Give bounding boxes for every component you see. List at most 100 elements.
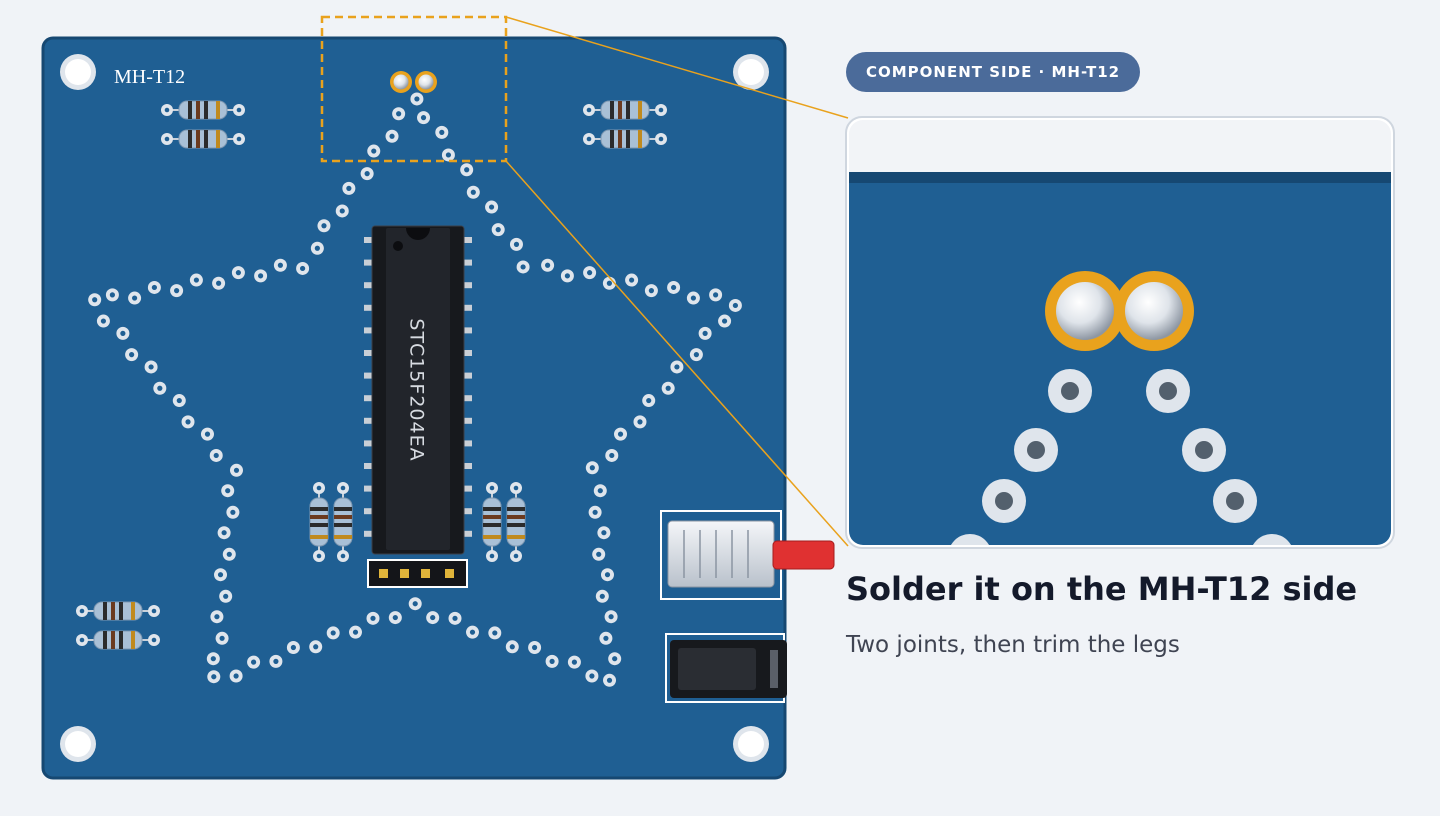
led-pad	[595, 589, 609, 603]
led-pad	[709, 288, 723, 302]
led-pad	[229, 669, 243, 683]
led-pad	[360, 167, 374, 181]
pin-header	[367, 559, 468, 588]
led-pad	[219, 589, 233, 603]
zoom-inset	[845, 116, 1395, 549]
switch-knob	[772, 540, 835, 570]
led-pad	[441, 148, 455, 162]
led-pad	[125, 348, 139, 362]
led-pad	[689, 348, 703, 362]
led-pad	[592, 547, 606, 561]
resistor	[161, 100, 245, 120]
led-pad	[296, 261, 310, 275]
led-pad	[342, 181, 356, 195]
highlighted-joints	[390, 71, 437, 93]
zoom-pad	[1213, 479, 1257, 523]
focus-region	[320, 15, 508, 163]
leader-line-top	[505, 16, 849, 119]
zoom-pad	[1048, 369, 1092, 413]
led-pad	[200, 427, 214, 441]
resistor	[583, 129, 667, 149]
zoom-pad	[1014, 428, 1058, 472]
led-pad	[388, 611, 402, 625]
led-pad	[698, 326, 712, 340]
callout-title: Solder it on the MH-T12 side	[846, 570, 1358, 608]
led-pad	[410, 92, 424, 106]
zoom-pad	[1146, 369, 1190, 413]
led-pad	[310, 241, 324, 255]
led-pad	[215, 631, 229, 645]
led-pad	[448, 611, 462, 625]
led-pad	[728, 298, 742, 312]
led-pad	[231, 266, 245, 280]
led-pad	[326, 626, 340, 640]
led-pad	[317, 219, 331, 233]
led-pad	[229, 463, 243, 477]
led-pad	[567, 655, 581, 669]
led-pad	[385, 129, 399, 143]
led-pad	[189, 273, 203, 287]
resistor	[76, 601, 160, 621]
led-pad	[718, 314, 732, 328]
led-pad	[560, 269, 574, 283]
led-pad	[222, 547, 236, 561]
power-connector	[665, 633, 787, 703]
callout-subtitle: Two joints, then trim the legs	[846, 632, 1180, 658]
silkscreen-label: MH-T12	[114, 66, 185, 88]
slide-switch	[660, 510, 835, 600]
leader-line-bottom	[505, 160, 849, 547]
led-pad	[460, 163, 474, 177]
led-pad	[661, 381, 675, 395]
led-pad	[247, 655, 261, 669]
led-pad	[667, 280, 681, 294]
led-pad	[599, 631, 613, 645]
led-pad	[147, 280, 161, 294]
led-pad	[153, 381, 167, 395]
led-pad-star	[88, 92, 742, 687]
zoom-pad	[1182, 428, 1226, 472]
led-pad	[181, 415, 195, 429]
led-pad	[309, 640, 323, 654]
led-pad	[625, 273, 639, 287]
led-pad	[207, 670, 221, 684]
led-pad	[105, 288, 119, 302]
led-pad	[366, 611, 380, 625]
led-pad	[417, 111, 431, 125]
led-pad	[585, 461, 599, 475]
microcontroller-chip: STC15F204EA	[364, 225, 472, 555]
led-pad	[516, 260, 530, 274]
led-pad	[644, 284, 658, 298]
resistor	[309, 482, 329, 562]
led-pad	[686, 291, 700, 305]
led-pad	[583, 266, 597, 280]
led-pad	[254, 269, 268, 283]
led-pad	[88, 293, 102, 307]
led-pad	[545, 654, 559, 668]
led-pad	[172, 394, 186, 408]
resistor	[482, 482, 502, 562]
led-pad	[408, 597, 422, 611]
led-pad	[269, 654, 283, 668]
led-pad	[608, 652, 622, 666]
led-pad	[392, 107, 406, 121]
led-pad	[466, 185, 480, 199]
resistor	[333, 482, 353, 562]
led-pad	[210, 610, 224, 624]
led-pad	[505, 640, 519, 654]
led-pad	[212, 276, 226, 290]
chip-label: STC15F204EA	[406, 318, 428, 461]
led-pad	[485, 200, 499, 214]
led-pad	[426, 611, 440, 625]
led-pad	[286, 641, 300, 655]
led-pad	[96, 314, 110, 328]
led-pad	[488, 626, 502, 640]
led-pad	[273, 258, 287, 272]
led-pad	[604, 610, 618, 624]
led-pad	[209, 448, 223, 462]
led-pad	[226, 505, 240, 519]
resistor	[161, 129, 245, 149]
zoom-pad	[982, 479, 1026, 523]
component-side-badge: COMPONENT SIDE · MH-T12	[846, 52, 1141, 92]
led-pad	[593, 484, 607, 498]
resistor	[76, 630, 160, 650]
